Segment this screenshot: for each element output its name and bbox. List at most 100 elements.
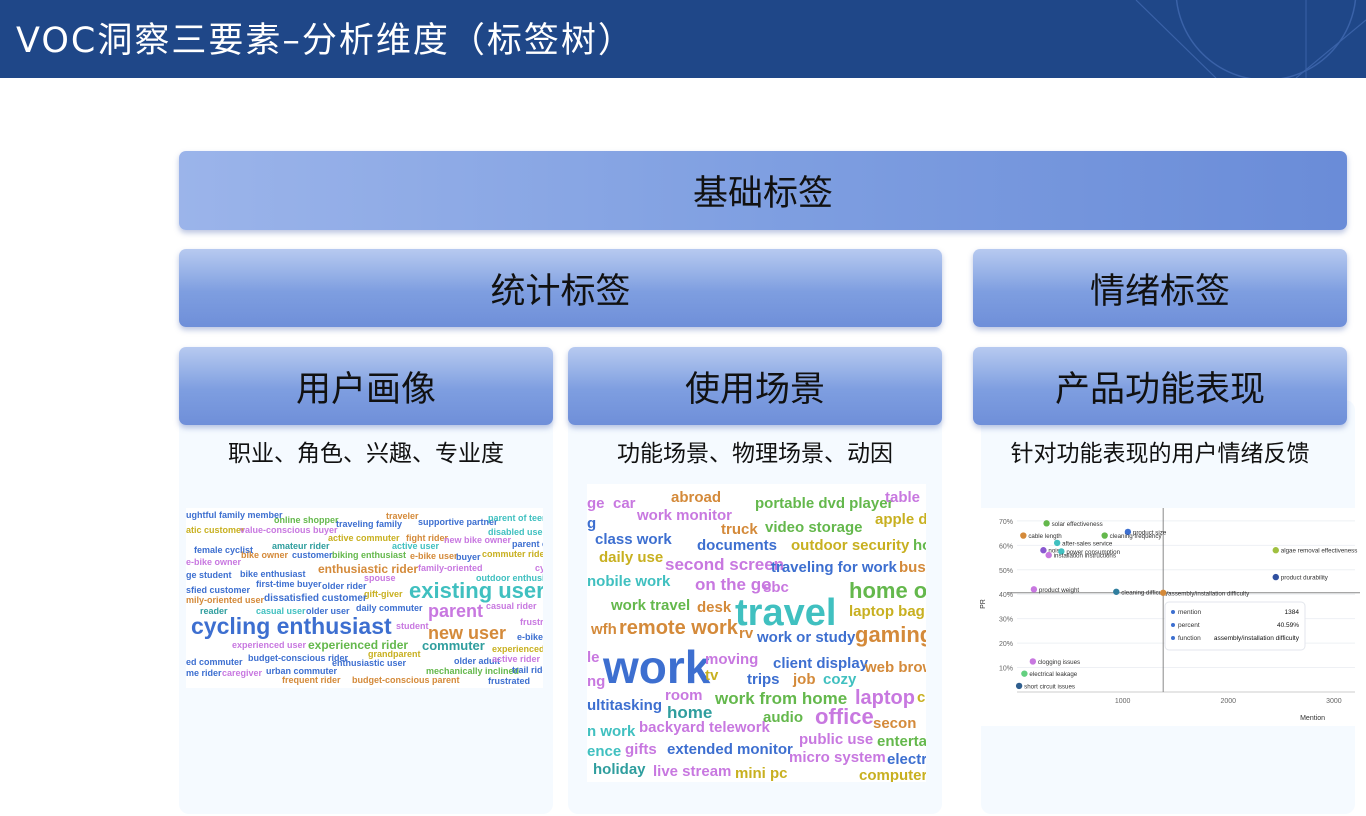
wordcloud-term: casual rider: [486, 601, 537, 611]
scatter-point: [1159, 589, 1167, 596]
y-tick-label: 70%: [999, 519, 1013, 526]
wordcloud-term: travel: [735, 592, 837, 634]
x-tick-label: 3000: [1326, 698, 1342, 705]
wordcloud-term: reader: [200, 606, 228, 616]
wordcloud-term: work from home: [715, 689, 848, 708]
wordcloud-term: spouse: [364, 573, 396, 583]
subtitle-product-function: 针对功能表现的用户情绪反馈: [1010, 441, 1310, 467]
scatter-point: [1020, 532, 1027, 539]
subtitle-usage-scene: 功能场景、物理场景、动因: [617, 441, 893, 467]
wordcloud-term: ng: [587, 673, 606, 690]
wordcloud-term: bike enthusiast: [240, 569, 306, 579]
scatter-point-label: installation instructions: [1054, 553, 1116, 560]
wordcloud-term: older rider: [322, 581, 367, 591]
wordcloud-term: ge: [587, 495, 605, 512]
tag-level3-usage-scene-label: 使用场景: [684, 369, 825, 410]
wordcloud-term: amateur rider: [272, 541, 330, 551]
wordcloud-term: gaming: [855, 622, 926, 647]
wordcloud-term: parent or: [512, 539, 543, 549]
y-tick-label: 60%: [999, 543, 1013, 550]
wordcloud-term: supportive partner: [418, 517, 498, 527]
wordcloud-term: job: [793, 671, 816, 688]
wordcloud-term: n work: [587, 723, 636, 740]
wordcloud-term: new bike owner: [444, 535, 512, 545]
wordcloud-term: office: [815, 704, 874, 729]
wordcloud-term: frustr: [520, 617, 543, 627]
wordcloud-term: sbc: [763, 579, 789, 596]
x-tick-label: 1000: [1115, 698, 1131, 705]
wordcloud-term: truck: [721, 521, 758, 538]
wordcloud-term: live stream: [653, 763, 732, 780]
wordcloud-term: caregiver: [222, 668, 263, 678]
wordcloud-term: mily-oriented user: [186, 595, 265, 605]
tooltip-key: function: [1178, 635, 1201, 642]
wordcloud-term: active rider: [492, 654, 541, 664]
y-tick-label: 30%: [999, 617, 1013, 624]
scatter-point-label: product durability: [1281, 575, 1329, 582]
wordcloud-term: cyclist: [535, 563, 543, 573]
scatter-point-label: cleaning frequency: [1110, 533, 1163, 540]
wordcloud-term: portable dvd player: [755, 495, 894, 512]
wordcloud-term: e-bike user: [410, 551, 458, 561]
wordcloud-term: commuter: [422, 638, 485, 653]
wordcloud-term: enterta: [877, 733, 926, 750]
scatter-point: [1030, 586, 1038, 593]
wordcloud-term: e-bike owner: [186, 557, 242, 567]
scatter-point: [1272, 573, 1279, 581]
tag-level3-product-function: 产品功能表现: [973, 347, 1347, 425]
wordcloud-term: le: [587, 649, 600, 666]
wordcloud-term: remote work: [619, 617, 738, 639]
wordcloud-term: moving: [705, 651, 759, 668]
tag-level3-user-profile-label: 用户画像: [295, 369, 436, 410]
wordcloud-term: value-conscious buyer: [240, 525, 338, 535]
wordcloud-term: me rider: [186, 668, 222, 678]
wordcloud-term: client display: [773, 655, 869, 672]
wordcloud-term: documents: [697, 537, 778, 554]
wordcloud-term: experienced user: [232, 640, 307, 650]
scatter-point: [1124, 528, 1132, 536]
tooltip-dot: [1171, 636, 1175, 640]
wordcloud-term: outdoor enthusia: [476, 573, 543, 583]
scatter-point: [1015, 682, 1023, 690]
wordcloud-term: enthusiastic user: [332, 658, 407, 668]
wordcloud-term: atic customer: [186, 525, 245, 535]
wordcloud-term: traveling for work: [771, 559, 897, 576]
wordcloud-term: e-bike: [517, 632, 543, 642]
wordcloud-term: customer: [292, 550, 333, 560]
tag-level3-user-profile: 用户画像: [179, 347, 553, 425]
wordcloud-term: active commuter: [328, 533, 400, 543]
wordcloud-term: backyard telework: [639, 719, 770, 736]
tag-level1-basic: 基础标签: [179, 151, 1347, 230]
wordcloud-term: online shopper: [274, 515, 339, 525]
wordcloud-term: outdoor security: [791, 537, 910, 554]
wordcloud-term: biking enthusiast: [332, 550, 407, 560]
scatter-point: [1045, 551, 1052, 559]
tooltip-key: percent: [1178, 622, 1200, 629]
subtitle-user-profile: 职业、角色、兴趣、专业度: [228, 441, 504, 467]
wordcloud-term: urban commuter: [266, 666, 338, 676]
scatter-point-label: after-sales service: [1062, 540, 1113, 547]
wordcloud-term: student: [396, 621, 429, 631]
wordcloud-term: abroad: [671, 489, 722, 506]
tooltip-value: assembly/installation difficulty: [1214, 635, 1300, 642]
wordcloud-term: ed commuter: [186, 657, 243, 667]
y-tick-label: 50%: [999, 568, 1013, 575]
wordcloud-term: cozy: [823, 671, 857, 688]
wordcloud-term: bike owner: [241, 550, 289, 560]
x-tick-label: 2000: [1220, 698, 1236, 705]
scatter-point-label: cable length: [1028, 533, 1062, 540]
wordcloud-term: desk: [697, 599, 732, 616]
wordcloud-term: extended monitor: [667, 741, 793, 758]
wordcloud-term: ultitasking: [587, 697, 663, 714]
wordcloud-term: budget-conscious rider: [248, 653, 349, 663]
wordcloud-term: laptop: [855, 687, 915, 709]
scatter-point-label: solar effectiveness: [1052, 521, 1103, 528]
y-tick-label: 20%: [999, 641, 1013, 648]
wordcloud-term: busi: [899, 559, 926, 576]
tooltip-value: 40.59%: [1277, 622, 1299, 629]
wordcloud-term: ge student: [186, 570, 232, 580]
wordcloud-term: home off: [849, 578, 926, 603]
wordcloud-term: mechanically inclined: [426, 666, 520, 676]
wordcloud-term: ughtful family member: [186, 510, 283, 520]
